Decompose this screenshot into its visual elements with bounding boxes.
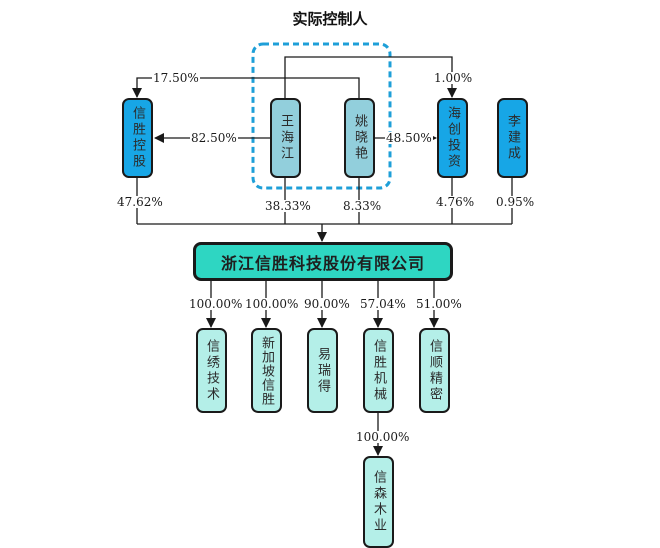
node-yao-xiaoyan[interactable]: 姚晓艳 xyxy=(344,98,375,178)
label-yao-to-xinsheng: 17.50% xyxy=(152,71,200,85)
node-sub-xinshun-jingmi[interactable]: 信顺精密 xyxy=(419,328,450,413)
label-stake-wang: 38.33% xyxy=(264,199,312,213)
label-stake-li: 0.95% xyxy=(495,195,536,209)
diagram-title: 实际控制人 xyxy=(292,10,368,28)
node-sub-yiruide[interactable]: 易瑞得 xyxy=(307,328,338,413)
label-stake-haichuang: 4.76% xyxy=(435,195,476,209)
node-wang-haijiang[interactable]: 王海江 xyxy=(270,98,301,178)
label-stake-yao: 8.33% xyxy=(342,199,383,213)
edge-yao-to-xinsheng xyxy=(132,77,360,98)
label-sub-3: 57.04% xyxy=(359,297,407,311)
node-li-jiancheng[interactable]: 李建成 xyxy=(497,98,528,178)
label-sub-2: 90.00% xyxy=(303,297,351,311)
label-sub-4: 51.00% xyxy=(415,297,463,311)
label-wang-to-haichuang: 1.00% xyxy=(433,71,474,85)
controller-group-border xyxy=(251,42,392,190)
node-sub-xinxiu-jishu[interactable]: 信绣技术 xyxy=(196,328,227,413)
node-sub-xinsheng-jixie[interactable]: 信胜机械 xyxy=(363,328,394,413)
label-sub-0: 100.00% xyxy=(188,297,244,311)
label-yao-to-haichuang: 48.50% xyxy=(385,131,433,145)
node-haichuang-touzi[interactable]: 海创投资 xyxy=(437,98,468,178)
label-subsub-0: 100.00% xyxy=(355,430,411,444)
label-wang-to-xinsheng: 82.50% xyxy=(190,131,238,145)
label-stake-xinsheng: 47.62% xyxy=(116,195,164,209)
node-subsub-xinsen-muye[interactable]: 信森木业 xyxy=(363,456,394,548)
node-xinsheng-konggu[interactable]: 信胜控股 xyxy=(122,98,153,178)
node-sub-xinjiapo-xinsheng[interactable]: 新加坡信胜 xyxy=(251,328,282,413)
label-sub-1: 100.00% xyxy=(244,297,300,311)
node-main-company[interactable]: 浙江信胜科技股份有限公司 xyxy=(193,242,453,281)
